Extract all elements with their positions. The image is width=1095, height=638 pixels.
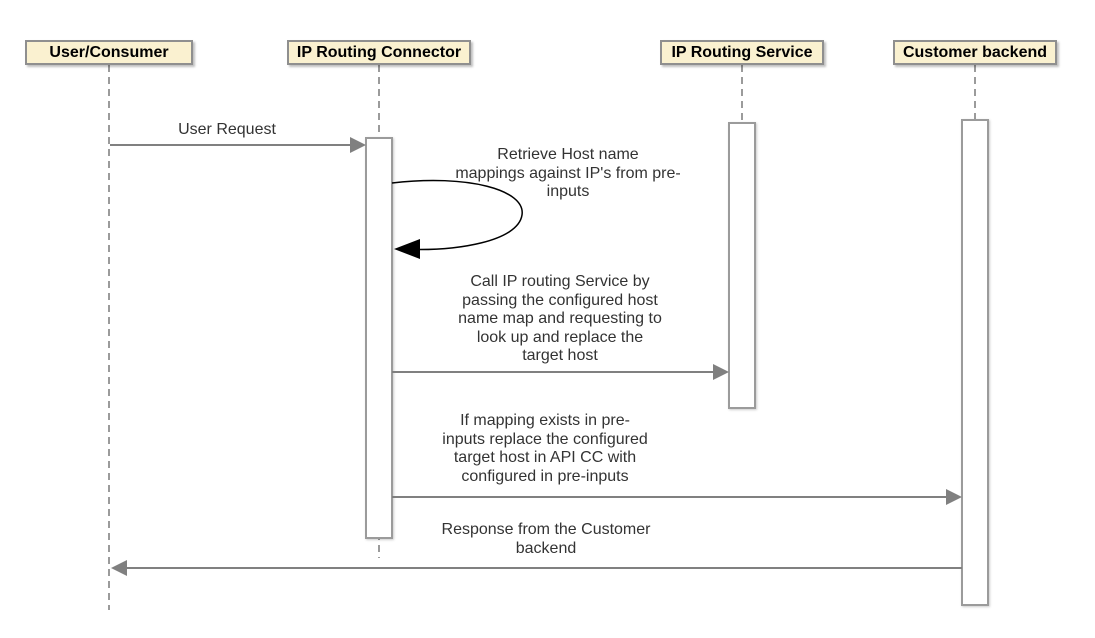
actor-box-ip-routing-connector: IP Routing Connector [287,40,471,65]
actor-box-user-consumer: User/Consumer [25,40,193,65]
actor-label-user-consumer: User/Consumer [49,43,169,61]
arrowhead-user-request [350,137,366,153]
actor-box-customer-backend: Customer backend [893,40,1057,65]
actor-label-customer-backend: Customer backend [902,43,1048,61]
message-arrow-user-request [110,137,366,153]
arrowhead-call-service [713,364,729,380]
message-label-call-service: Call IP routing Service by passing the c… [458,273,662,364]
message-label-response: Response from the Customer backend [441,521,651,557]
self-loop-curve [391,179,523,251]
activation-ip-routing-connector [365,137,393,539]
message-label-replace-target-host: If mapping exists in pre- inputs replace… [442,412,648,485]
self-loop-arrowhead [394,239,420,259]
activation-ip-routing-service [728,122,756,409]
message-label-user-request: User Request [178,121,276,138]
message-arrow-response [111,560,962,576]
activation-bars [365,119,989,606]
self-loop-retrieve-mappings [391,179,523,259]
actor-label-ip-routing-service: IP Routing Service [671,43,813,61]
message-arrow-replace-target-host [392,489,962,505]
arrowhead-replace-target-host [946,489,962,505]
actor-box-ip-routing-service: IP Routing Service [660,40,824,65]
message-label-retrieve-mappings: Retrieve Host name mappings against IP's… [455,146,681,200]
message-arrow-call-service [392,364,729,380]
arrowhead-response [111,560,127,576]
actor-label-ip-routing-connector: IP Routing Connector [296,43,462,61]
activation-customer-backend [961,119,989,606]
